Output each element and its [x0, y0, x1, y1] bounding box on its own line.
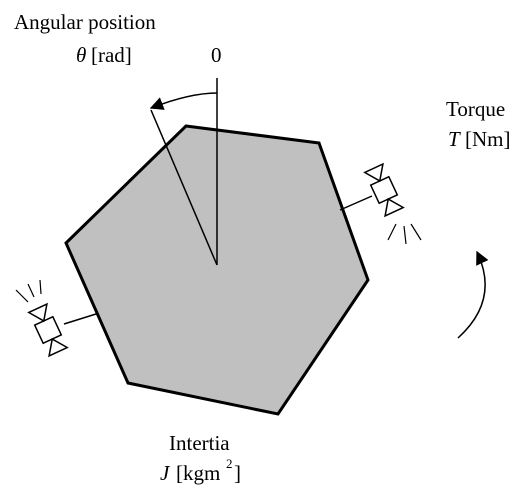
zero-label: 0: [211, 43, 222, 67]
angle-theta-arrow: [149, 92, 218, 110]
torque-arrow: [457, 250, 489, 339]
right-thruster: [339, 162, 405, 218]
right-thruster-exhaust: [387, 223, 422, 245]
torque-label: Torque: [446, 97, 505, 121]
inertia-unit-open: [kgm: [176, 461, 220, 485]
left-thruster: [27, 302, 97, 358]
body-axis-line: [150, 109, 218, 266]
inertia-label: Intertia: [169, 431, 230, 455]
inertia-unit-exponent: 2: [226, 456, 233, 471]
torque-unit: [Nm]: [465, 127, 511, 151]
inertia-unit-close: ]: [234, 461, 241, 485]
satellite-body: [64, 124, 370, 416]
inertia-symbol: J: [160, 461, 171, 485]
left-thruster-exhaust: [15, 279, 42, 303]
angular-position-label: Angular position: [14, 10, 156, 34]
torque-symbol: T: [448, 127, 461, 151]
theta-unit: [rad]: [91, 43, 132, 67]
theta-symbol: θ: [76, 43, 86, 67]
